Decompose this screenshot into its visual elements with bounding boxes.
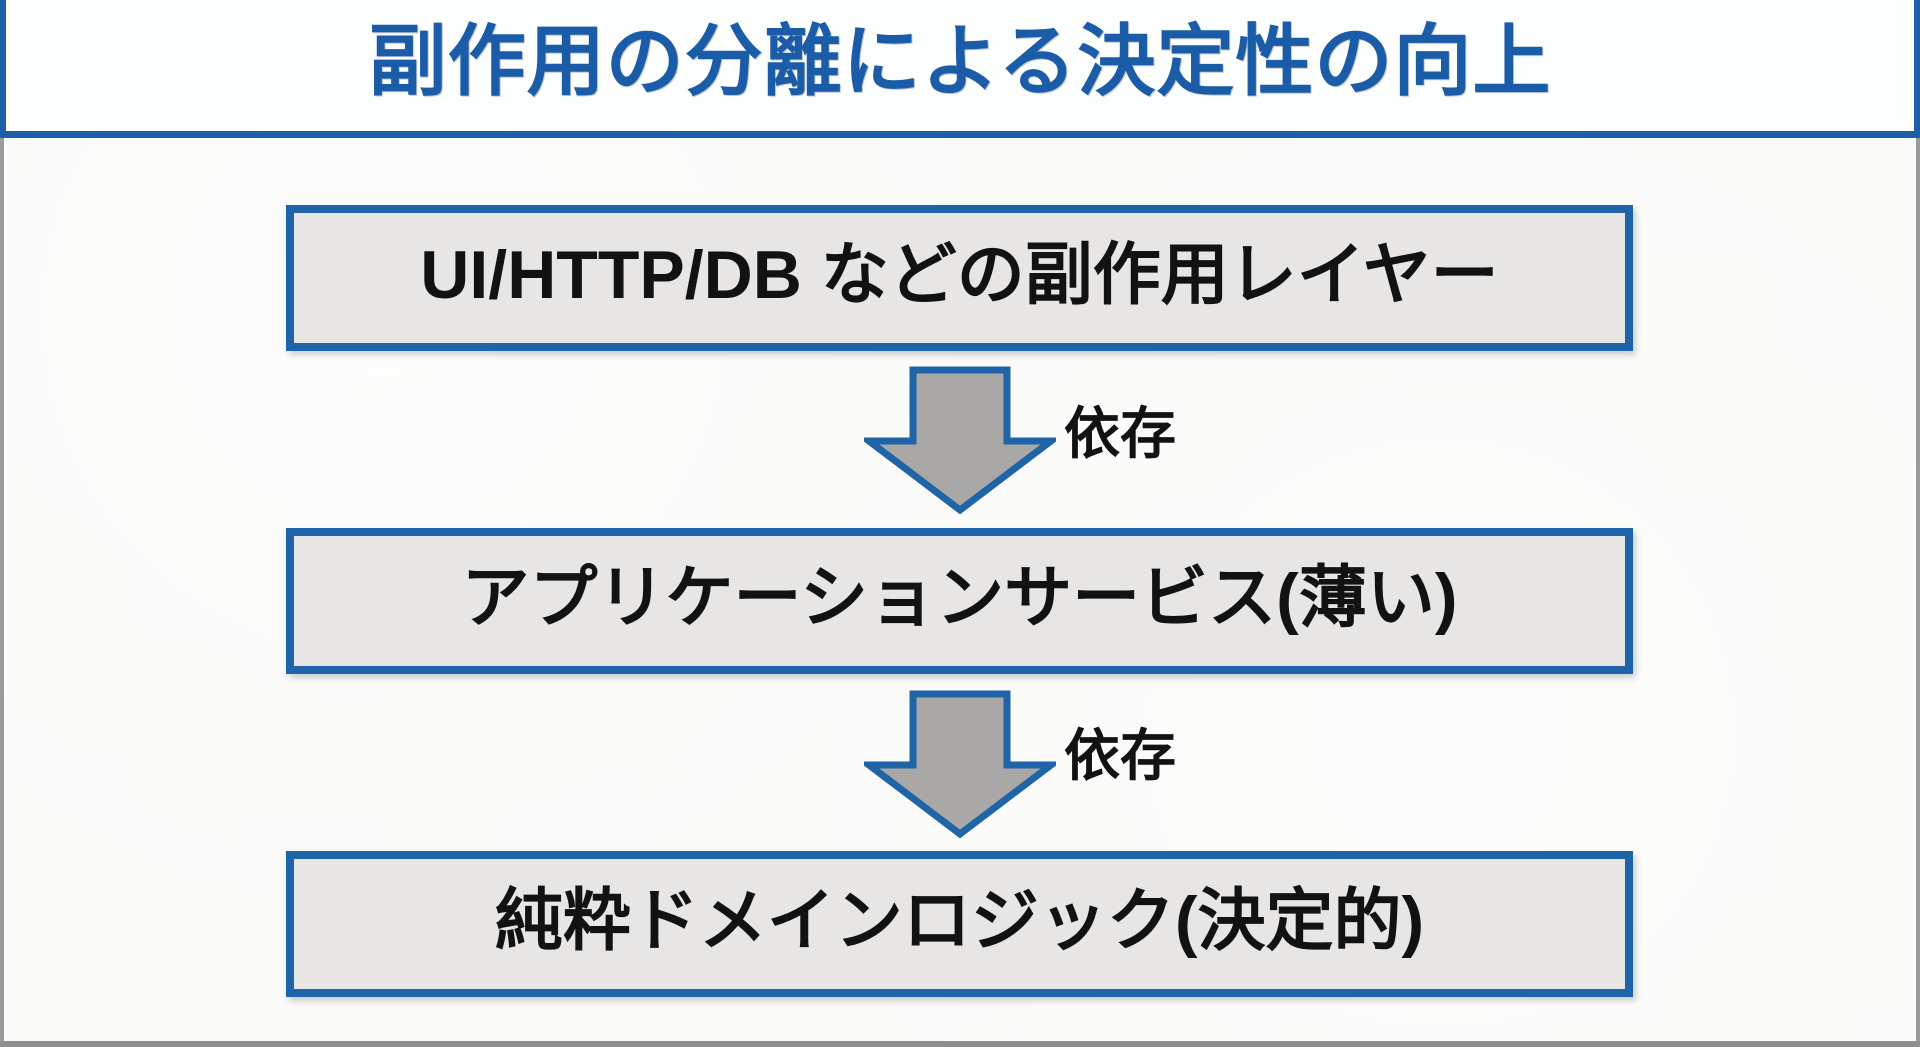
down-arrow-icon bbox=[864, 366, 1056, 515]
dependency-label: 依存 bbox=[1064, 402, 1176, 465]
slide-title: 副作用の分離による決定性の向上 bbox=[368, 16, 1552, 105]
layer-box-application-service-label: アプリケーションサービス(薄い) bbox=[461, 560, 1458, 636]
down-arrow-icon bbox=[864, 690, 1056, 839]
layer-box-side-effects-label: UI/HTTP/DB などの副作用レイヤー bbox=[420, 237, 1499, 313]
title-band: 副作用の分離による決定性の向上 bbox=[0, 0, 1920, 138]
layer-box-domain-logic-label: 純粋ドメインロジック(決定的) bbox=[494, 883, 1425, 959]
frame-bottom-line bbox=[0, 1041, 1920, 1047]
layer-box-application-service: アプリケーションサービス(薄い) bbox=[286, 528, 1633, 674]
layer-box-side-effects: UI/HTTP/DB などの副作用レイヤー bbox=[286, 205, 1633, 351]
frame-right-line bbox=[1916, 138, 1920, 1047]
layer-box-domain-logic: 純粋ドメインロジック(決定的) bbox=[286, 851, 1633, 997]
frame-left-line bbox=[0, 138, 4, 1047]
dependency-label: 依存 bbox=[1064, 724, 1176, 787]
